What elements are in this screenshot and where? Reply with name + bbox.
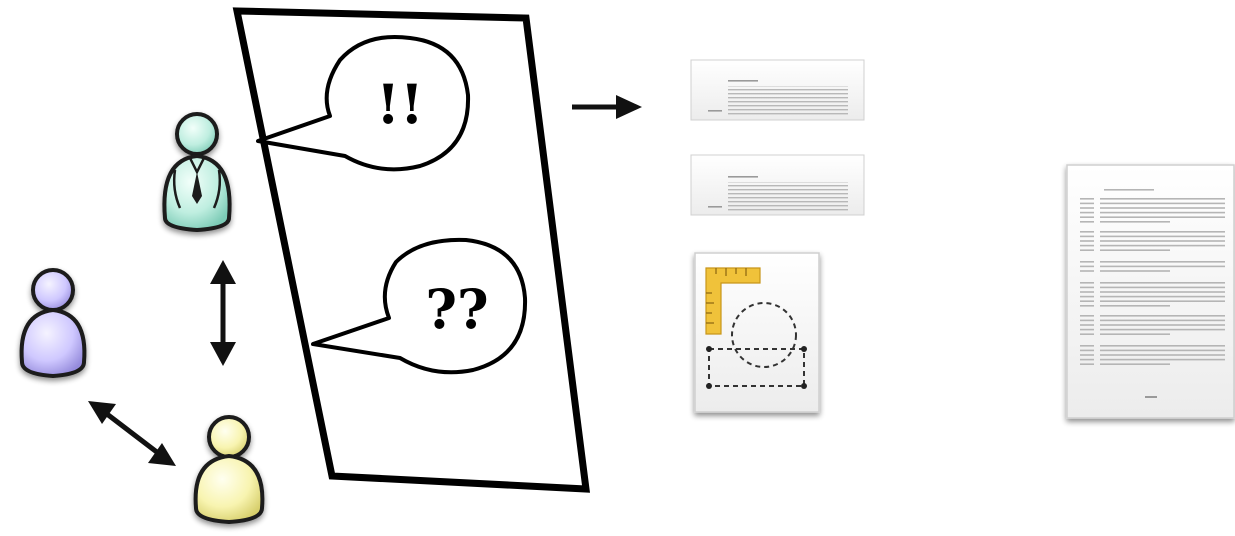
bubble-question-text: ?? — [425, 277, 488, 341]
double-arrow-diagonal — [88, 401, 176, 466]
speech-bubble-exclaim: !! — [258, 37, 468, 169]
bubble-exclaim-text: !! — [376, 72, 423, 136]
text-document-icon — [1067, 165, 1234, 418]
user-icon-purple — [22, 270, 85, 376]
spreadsheet-document-icon — [691, 155, 864, 215]
spreadsheet-document-icon — [691, 60, 864, 120]
right-arrow — [572, 95, 642, 119]
user-icon-yellow — [196, 417, 263, 522]
businessman-icon — [164, 114, 229, 230]
drawing-document-icon — [695, 253, 819, 412]
speech-bubble-question: ?? — [313, 240, 525, 372]
double-arrow-vertical — [210, 260, 236, 366]
